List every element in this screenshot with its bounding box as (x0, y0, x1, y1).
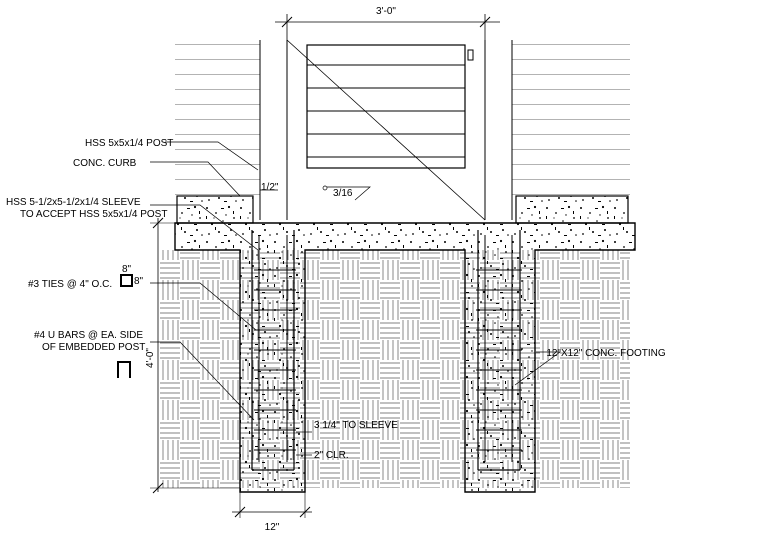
label-ties: #3 TIES @ 4" O.C. (28, 279, 112, 290)
ties-right (476, 269, 522, 451)
depth-label: 4'-0" (145, 348, 156, 368)
top-width-label: 3'-0" (376, 6, 396, 17)
label-weld: 3/16 (333, 188, 353, 199)
footing-width-dimension (232, 492, 312, 518)
label-gap: 1/2" (261, 182, 279, 193)
label-to-sleeve: 3 1/4" TO SLEEVE (314, 420, 398, 431)
depth-dimension (150, 217, 250, 494)
tie-size-a: 8" (122, 264, 132, 275)
top-width-dimension (275, 14, 500, 45)
weld-symbol (322, 185, 328, 191)
label-footing: 12"X12" CONC. FOOTING (546, 348, 666, 359)
label-ubars-1: #4 U BARS @ EA. SIDE (34, 330, 143, 341)
siding-left (175, 40, 260, 195)
tie-size-b: 8" (134, 276, 144, 287)
leaders (150, 141, 562, 456)
label-sleeve-2: TO ACCEPT HSS 5x5x1/4 POST (20, 209, 167, 220)
curb-left (176, 195, 254, 224)
soil-hatch (160, 250, 630, 488)
u-bar-icon (117, 361, 131, 378)
ties-left (254, 269, 296, 451)
label-curb: CONC. CURB (73, 158, 137, 169)
tie-section-icon (120, 274, 133, 287)
post-left (259, 40, 288, 220)
label-ubars-2: OF EMBEDDED POST (42, 342, 145, 353)
gate-panel (306, 44, 474, 169)
footing-width-label: 12" (265, 522, 280, 533)
label-sleeve-1: HSS 5-1/2x5-1/2x1/4 SLEEVE (6, 197, 141, 208)
label-clear: 2" CLR. (314, 450, 349, 461)
siding-right (512, 40, 630, 195)
post-right (484, 40, 513, 220)
label-post: HSS 5x5x1/4 POST (85, 138, 173, 149)
opening-diagonal (286, 39, 486, 221)
curb-right (515, 195, 629, 224)
